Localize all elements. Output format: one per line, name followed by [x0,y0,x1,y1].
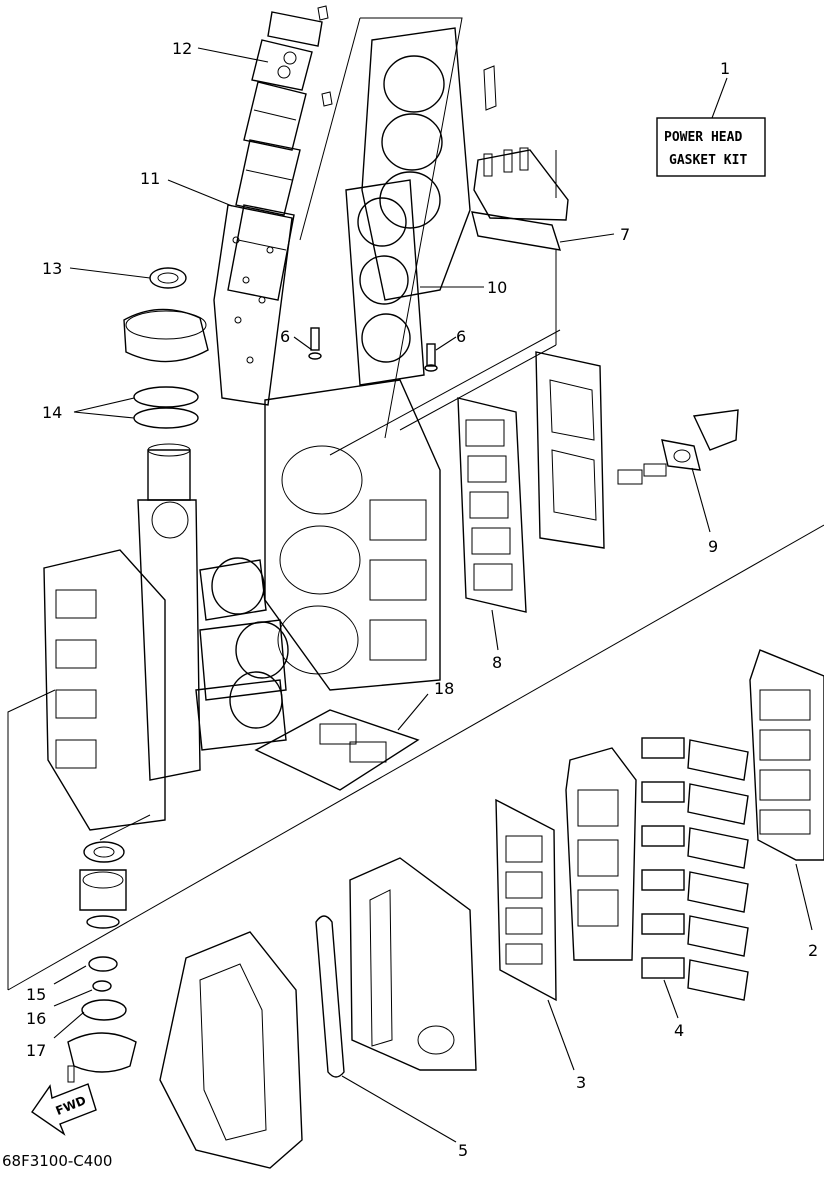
reed-valve-block [565,747,637,961]
callout-6b: 6 [456,327,466,346]
side-cover [535,351,739,549]
thermostat-cover [471,147,569,251]
intake-manifold [349,857,477,1071]
side-cover-gasket [457,397,527,613]
callout-3: 3 [576,1073,586,1092]
kit-box-line1: POWER HEAD [664,130,742,145]
callout-16: 16 [26,1009,46,1028]
callout-15: 15 [26,985,46,1004]
fwd-arrow: FWD [31,1083,97,1136]
intake-gasket [495,798,557,1002]
silencer [159,931,303,1169]
kit-box-line2: GASKET KIT [669,153,747,168]
reed-valves [641,737,749,1001]
callout-6a: 6 [280,327,290,346]
cylinder-block [264,379,441,691]
guide-lines [7,17,824,991]
callout-numbers: 1 2 3 4 5 6 6 7 8 9 10 11 12 13 14 15 16… [26,39,818,1160]
fwd-label: FWD [54,1093,88,1118]
lower-seals-group [67,841,137,1083]
callout-14: 14 [42,403,62,422]
intake-seal [315,915,345,1078]
callout-1: 1 [720,59,730,78]
callout-17: 17 [26,1041,46,1060]
bolts-washers [308,327,438,372]
callout-8: 8 [492,653,502,672]
exhaust-cover-stack [227,5,333,301]
crankshaft-pistons [137,499,289,781]
callout-2: 2 [808,941,818,960]
callout-4: 4 [674,1021,684,1040]
callout-7: 7 [620,225,630,244]
reed-valve-gasket [749,649,824,861]
callout-5: 5 [458,1141,468,1160]
callout-13: 13 [42,259,62,278]
callout-12: 12 [172,39,192,58]
callout-9: 9 [708,537,718,556]
crankcase [43,549,166,831]
upper-bearing-group [123,267,209,501]
head-gasket [345,179,425,386]
callout-leaders [53,47,813,1143]
cylinder-head [361,27,497,301]
drawing-code: 68F3100-C400 [2,1152,112,1170]
callout-18: 18 [434,679,454,698]
callout-10: 10 [487,278,507,297]
exhaust-gasket [213,204,293,406]
power-head-gasket-kit-box: POWER HEAD GASKET KIT [656,77,766,177]
callout-11: 11 [140,169,160,188]
base-gasket [254,709,420,791]
